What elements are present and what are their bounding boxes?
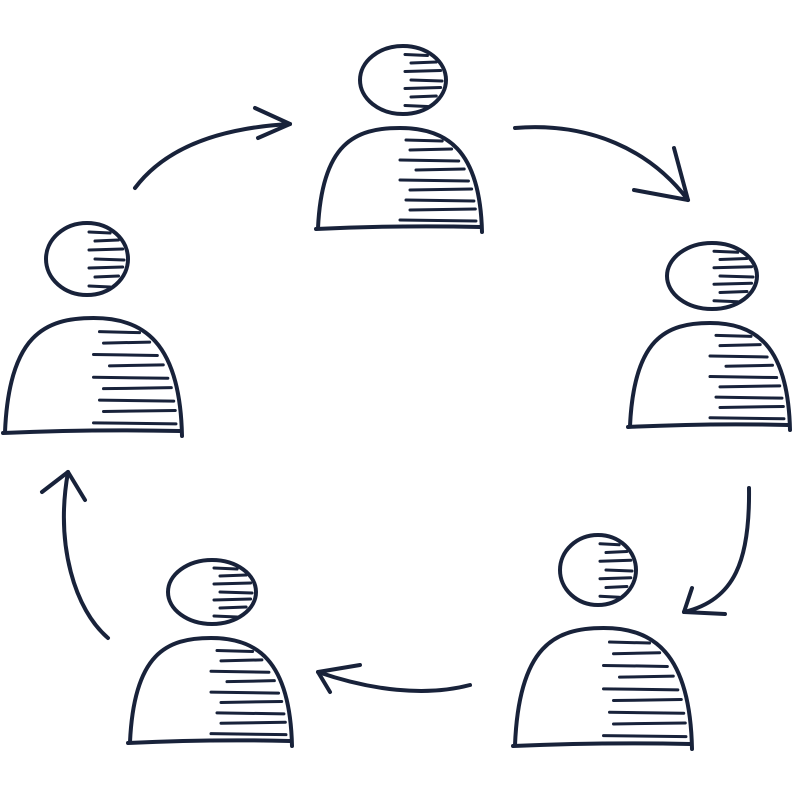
person-body	[626, 321, 792, 432]
arrow-head-icon	[316, 663, 362, 694]
arrow-top-to-right	[513, 125, 690, 202]
person-body	[126, 636, 294, 748]
person-icon	[1, 221, 184, 438]
arrow-bottom-left-to-left	[40, 470, 110, 640]
person-icon	[626, 241, 792, 432]
person-body	[511, 626, 694, 751]
arrow-right-to-bottom-right	[682, 486, 752, 616]
arrow-shaft	[133, 122, 292, 190]
arrow-shaft	[682, 486, 752, 614]
arrow-left-to-top	[133, 106, 292, 190]
person-icon	[511, 533, 694, 751]
arrow-bottom-right-to-bottom-left	[316, 663, 472, 694]
person-body	[314, 126, 484, 234]
arrows-layer	[40, 106, 752, 694]
arrow-head-icon	[253, 106, 292, 140]
person-head	[665, 241, 759, 311]
arrow-head-icon	[632, 146, 690, 202]
person-icon	[126, 558, 294, 748]
arrow-shaft	[316, 670, 472, 693]
arrow-shaft	[513, 125, 690, 202]
person-head	[44, 221, 130, 297]
person-body	[1, 316, 184, 438]
person-head	[166, 558, 258, 626]
nodes-layer	[1, 44, 792, 751]
person-head	[558, 533, 638, 607]
arrow-head-icon	[682, 586, 727, 616]
person-head	[358, 44, 448, 116]
person-icon	[314, 44, 484, 234]
arrow-shaft	[61, 470, 110, 640]
arrow-head-icon	[40, 470, 87, 502]
